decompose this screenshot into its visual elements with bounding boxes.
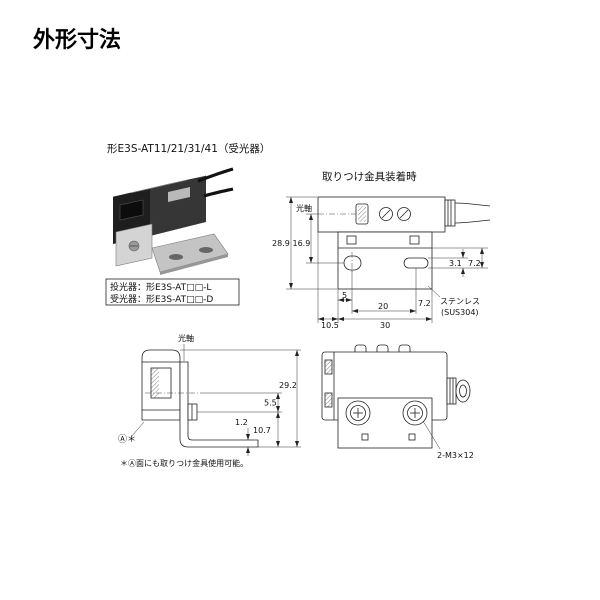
dimension-label: 16.9 [293,239,311,248]
bracket-slot-left [343,255,362,271]
cable-upper [197,167,234,183]
dimension-label: 20 [378,302,388,311]
adjuster-slash [399,209,409,219]
dimension-label: 28.9 [272,239,290,248]
lens-window [355,203,369,225]
screw-head-side [187,403,198,421]
bracket-slot-right [403,257,429,269]
dimension-label: 30 [380,321,390,330]
material-code: (SUS304) [441,308,479,317]
bracket-base-edge [160,254,228,275]
sensor-lens [119,199,144,221]
gland-body [444,199,456,227]
face-mark: Ⓐ＊ [118,434,136,445]
mounted-heading: 取りつけ金具装着時 [322,170,417,183]
cable [454,202,491,224]
bracket-slot [199,247,213,253]
side-view-drawing: 光軸 29.2 5.5 1.2 10.7 Ⓐ＊ [118,333,301,456]
dimension-label: 7.2 [418,299,431,308]
dimension-label: 10.5 [321,321,339,330]
bracket-hole [408,433,416,441]
material-label: ステンレス [440,297,480,306]
mounting-bracket [337,231,433,290]
optical-axis-label-side: 光軸 [178,333,194,343]
legend-receiver: 受光器：形E3S-AT□□-D [110,293,213,305]
lens-hatch [358,206,366,222]
bracket-tab [346,235,357,245]
mounted-dimensions: 28.9 16.9 3.1 7.2 5 20 7.2 10.5 [272,196,488,330]
bracket-slot [169,254,183,260]
cable-lower [203,187,234,198]
dimension-label: 10.7 [253,426,271,435]
dimension-label: 5 [342,291,347,300]
gland-body [446,377,457,405]
cable-gland [444,199,456,227]
lens-hatch-side [151,368,159,398]
material-leader [427,285,441,298]
l-bracket [179,361,259,448]
sensor-top-groove [130,179,188,194]
sensor-label-plate [168,187,190,202]
mounted-front-drawing: 光軸 28.9 16.9 3.1 7.2 [272,196,491,330]
indicator-slash [381,209,391,219]
footnote: ＊Ⓐ面にも取りつけ金具使用可能。 [120,458,248,468]
model-legend: 投光器：形E3S-AT□□-L 受光器：形E3S-AT□□-D [105,278,240,306]
dimension-label: 3.1 [449,259,462,268]
page-title: 外形寸法 [33,27,121,53]
sensor-side-face [150,176,206,236]
adjuster-icon [397,207,411,221]
dimension-label: 7.2 [468,259,481,268]
front-view-drawing: 2-M3×12 [321,344,474,460]
side-window-hatch [325,393,332,407]
screw-spec: 2-M3×12 [437,451,474,460]
screw-leader [422,420,441,450]
dimension-label: 29.2 [279,381,297,390]
indicator-icon [379,207,393,221]
side-dimensions: 29.2 5.5 1.2 10.7 [180,349,301,456]
sensor-photo [112,167,234,275]
screw-icon [402,400,428,426]
face-mark-leader [130,421,145,438]
model-heading: 形E3S-AT11/21/31/41（受光器） [107,142,270,155]
legend-box [105,278,240,306]
dimension-label: 5.5 [264,399,277,408]
bracket-hole [361,433,369,441]
cable-gland-front [446,377,471,405]
screw-icon [345,400,371,426]
cable-end [455,379,471,403]
cable-end-inner [459,384,467,398]
side-window-hatch [325,360,332,374]
bracket-tab [409,235,420,245]
legend-emitter: 投光器：形E3S-AT□□-L [110,281,211,293]
dimension-label: 1.2 [235,418,248,427]
optical-axis-label: 光軸 [296,203,312,213]
